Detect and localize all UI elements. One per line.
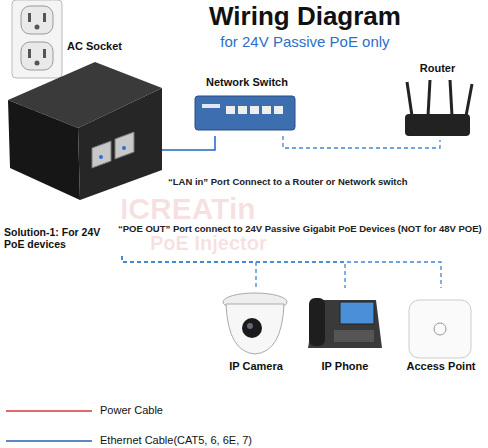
- ip-camera-illustration: [223, 293, 287, 354]
- switch-node: Network Switch: [188, 74, 306, 136]
- network-switch-illustration: [195, 96, 295, 130]
- node-label: IP Camera: [212, 360, 300, 373]
- poe-injector-illustration: [8, 62, 162, 200]
- socket-node: AC Socket: [5, 0, 125, 78]
- cable-connector: [122, 256, 256, 288]
- node-label: IP Phone: [305, 360, 385, 373]
- device-node: IP Phone: [305, 288, 385, 376]
- access-point-illustration: [409, 300, 471, 358]
- node-label: Solution-1: For 24V PoE devices: [4, 226, 116, 250]
- subtitle: for 24V Passive PoE only: [160, 33, 450, 50]
- diagram-title: Wiring Diagram: [160, 2, 450, 32]
- device-node: Access Point: [398, 288, 484, 376]
- ip-phone-illustration: [308, 298, 382, 348]
- legend-text: Ethernet Cable(CAT5, 6, 6E, 7): [100, 434, 480, 447]
- router-illustration: [405, 80, 472, 136]
- router-node: Router: [395, 60, 480, 140]
- legend-text: Power Cable: [100, 404, 480, 417]
- node-label: Access Point: [398, 360, 484, 373]
- cable-connector: [122, 256, 345, 288]
- edge-label: “POE OUT” Port connect to 24V Passive Gi…: [118, 224, 486, 235]
- cable-connector: [283, 136, 440, 148]
- node-label: Router: [395, 62, 480, 75]
- ac-socket-illustration: [12, 0, 62, 78]
- cable-connector: [122, 256, 441, 288]
- edge-label: “LAN in” Port Connect to a Router or Net…: [168, 177, 484, 188]
- node-label: AC Socket: [67, 40, 125, 53]
- watermark: ICREATin: [120, 192, 370, 227]
- device-node: IP Camera: [212, 288, 300, 376]
- legend-samples: [6, 411, 92, 441]
- watermark: PoE Injector: [150, 232, 400, 255]
- node-label: Network Switch: [188, 76, 306, 89]
- cable-connector: [162, 136, 215, 150]
